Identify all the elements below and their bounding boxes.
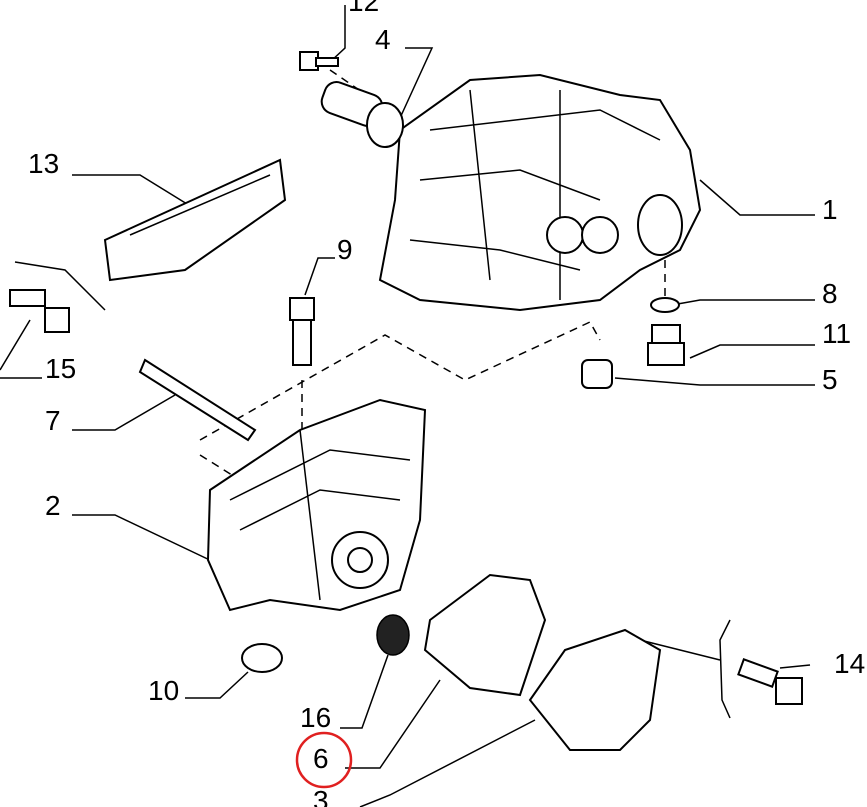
callout-15[interactable]: 15 (45, 353, 77, 384)
callout-16[interactable]: 16 (300, 702, 332, 733)
part-15-bolt (9, 289, 70, 333)
part-6-gasket (423, 573, 547, 697)
callout-13[interactable]: 13 (28, 148, 60, 179)
part-16-bearing (376, 614, 410, 656)
part-12-bolt (299, 51, 339, 71)
callout-6[interactable]: 6 (313, 743, 329, 774)
part-14-bolt (737, 658, 803, 705)
callout-14[interactable]: 14 (834, 648, 866, 679)
part-13-shield (103, 158, 287, 282)
callout-8[interactable]: 8 (822, 278, 838, 309)
callout-9[interactable]: 9 (337, 234, 353, 265)
part-1-housing (378, 73, 702, 312)
callout-12[interactable]: 12 (348, 0, 380, 17)
callout-10[interactable]: 10 (148, 675, 180, 706)
callout-11[interactable]: 11 (822, 318, 852, 349)
part-4-sleeve (320, 81, 404, 148)
callout-1[interactable]: 1 (822, 194, 838, 225)
part-8-washer (650, 297, 680, 313)
part-5-plug (581, 359, 613, 389)
callout-5[interactable]: 5 (822, 364, 838, 395)
callout-4[interactable]: 4 (375, 24, 391, 55)
callout-7[interactable]: 7 (45, 405, 61, 436)
part-9-sensor (289, 297, 315, 366)
callout-3[interactable]: 3 (313, 785, 329, 807)
part-3-cover (528, 628, 662, 751)
highlight-circle-part-6 (295, 731, 353, 789)
callout-2[interactable]: 2 (45, 490, 61, 521)
part-10-cap (241, 643, 283, 673)
part-7-shaft (138, 358, 257, 442)
part-11-plug (647, 324, 685, 366)
part-2-gearbox (206, 398, 427, 612)
leader-lines (0, 5, 815, 807)
